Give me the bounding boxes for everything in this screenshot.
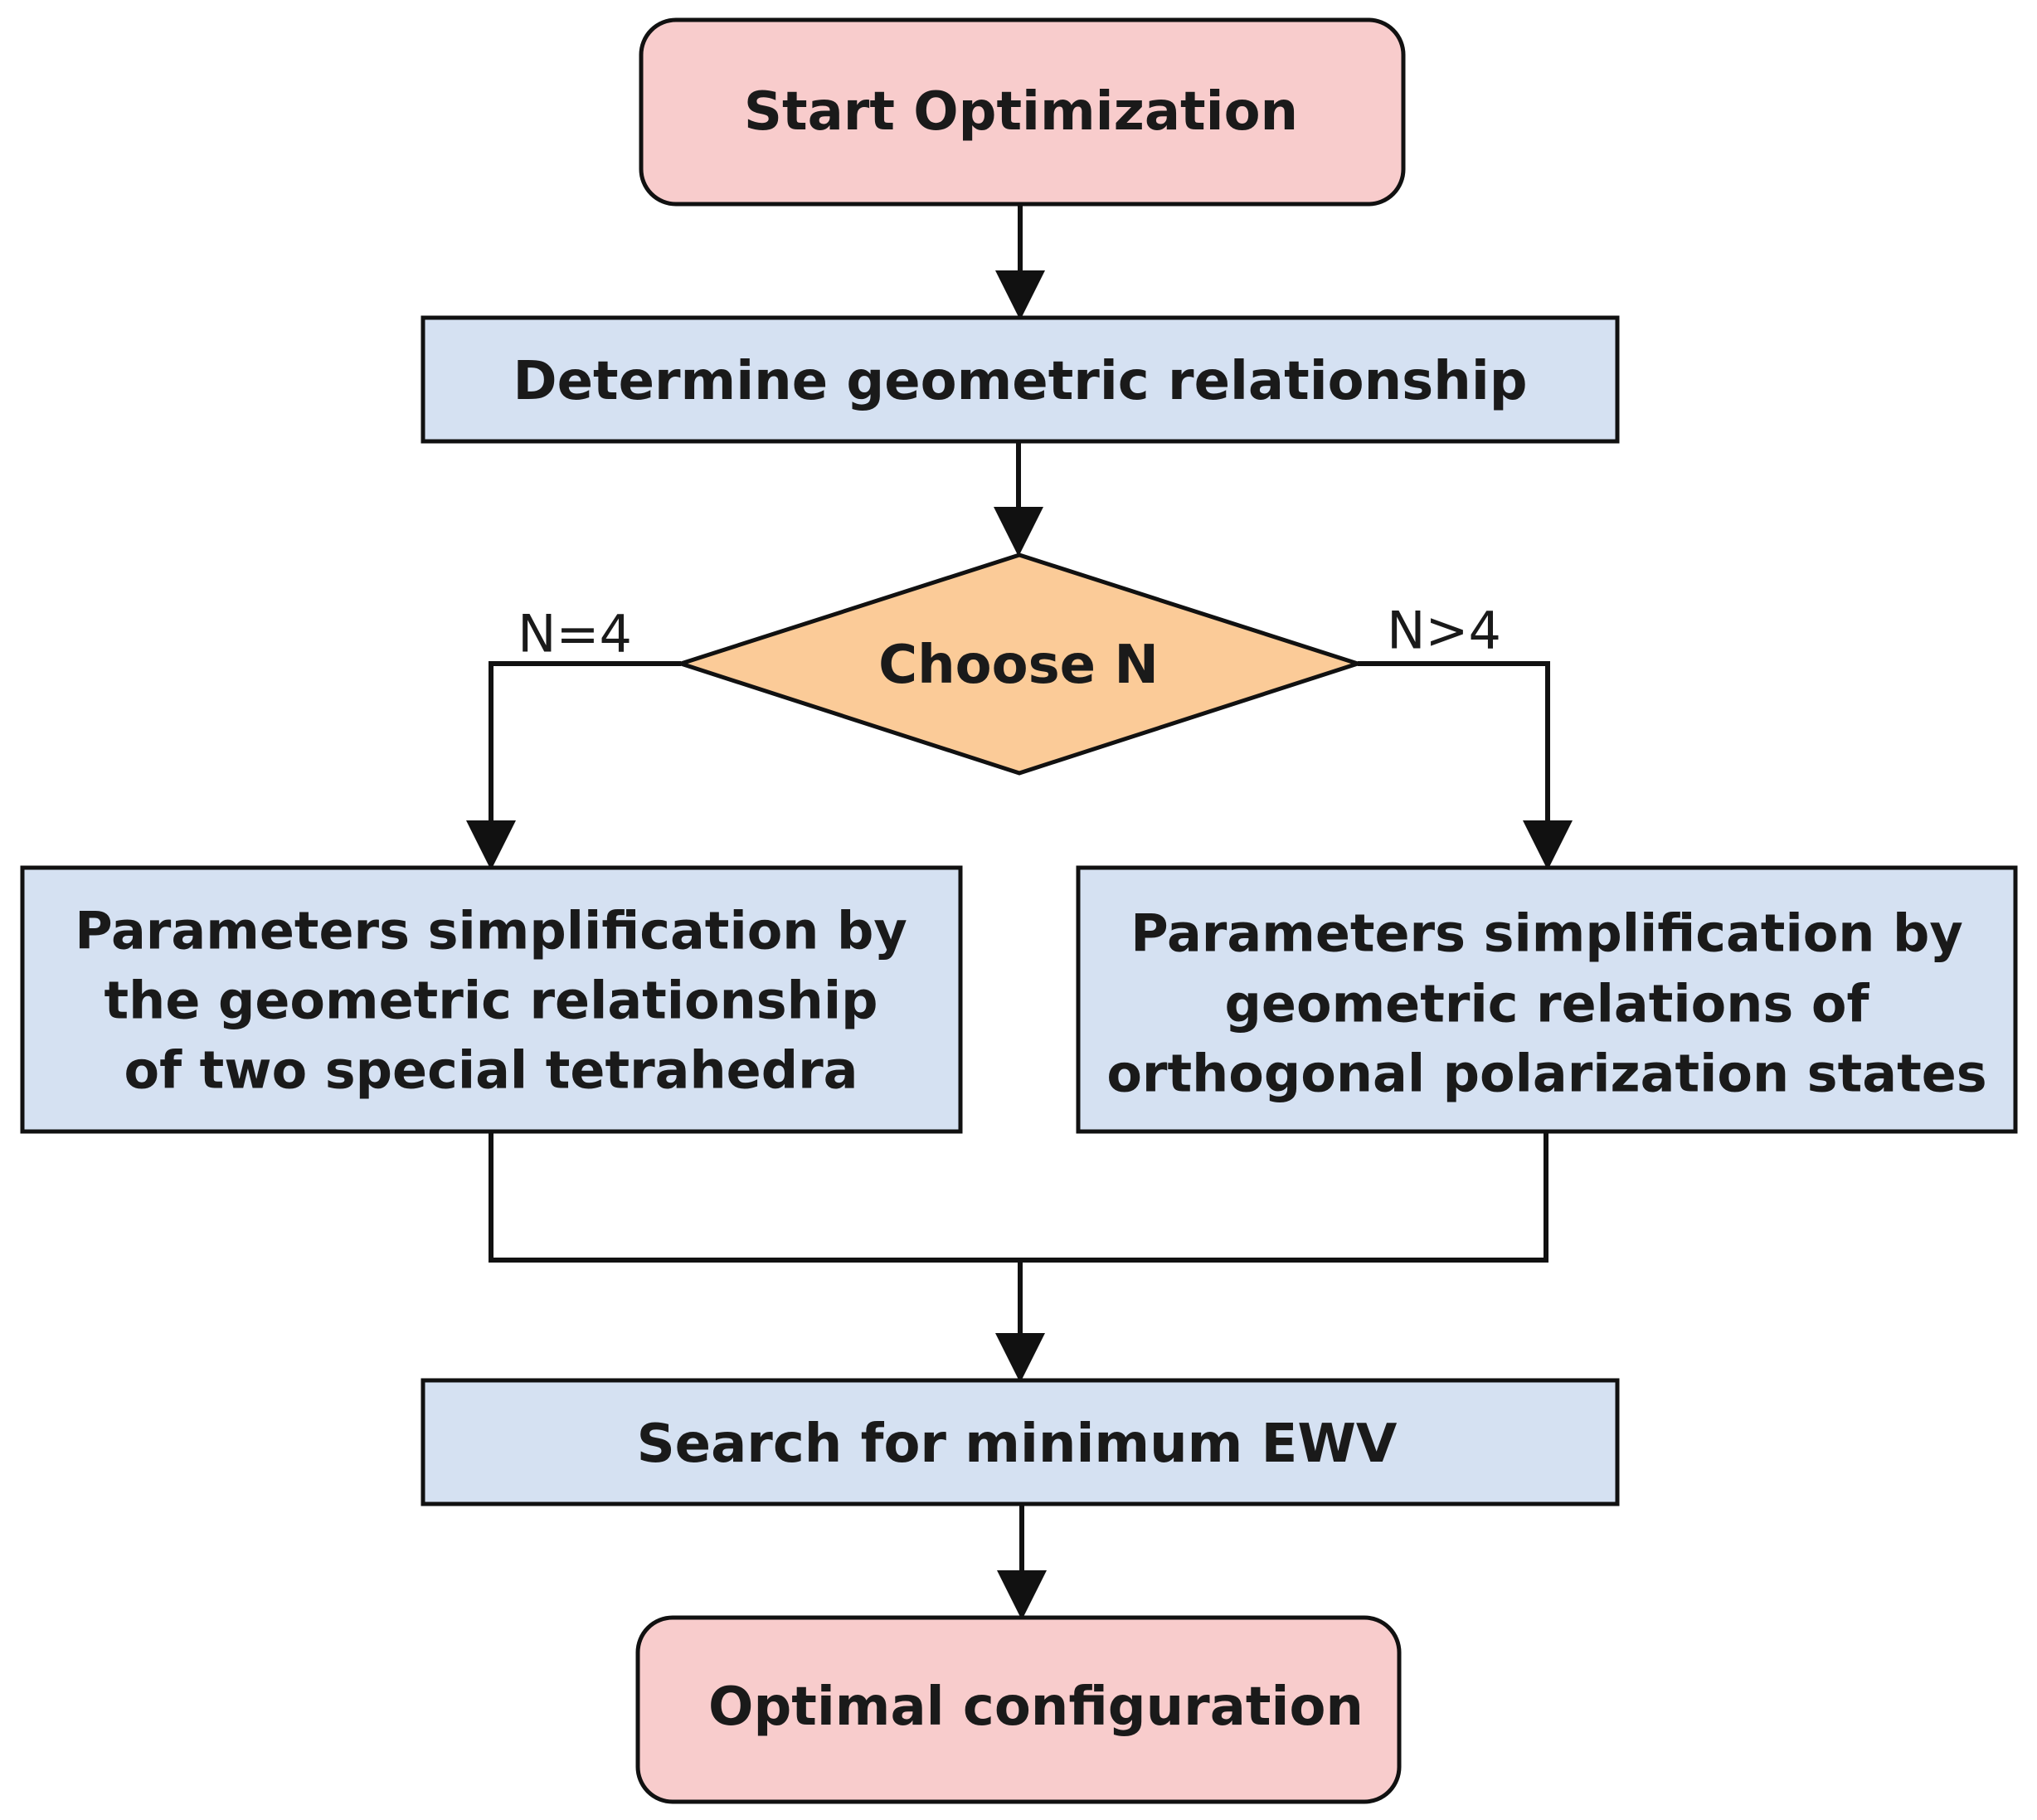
end-node: Optimal configuration [635, 1615, 1402, 1804]
search-node: Search for minimum EWV [421, 1378, 1620, 1506]
edge-label-n-greater-4: N>4 [1387, 601, 1501, 661]
determine-node: Determine geometric relationship [421, 315, 1620, 444]
end-label: Optimal configuration [708, 1676, 1364, 1738]
determine-shape [421, 315, 1620, 444]
choose-label: Choose N [878, 635, 1159, 696]
start-shape [639, 17, 1406, 207]
search-shape [421, 1378, 1620, 1506]
search-label: Search for minimum EWV [637, 1414, 1398, 1475]
left-branch-line-1: Parameters simplification by [75, 901, 907, 961]
right-branch-line-3: orthogonal polarization states [1106, 1044, 1986, 1104]
right-branch-node: Parameters simplification by geometric r… [1076, 865, 2018, 1134]
determine-label: Determine geometric relationship [513, 351, 1527, 412]
left-branch-node: Parameters simplification by the geometr… [20, 865, 963, 1134]
right-branch-line-2: geometric relations of [1225, 974, 1870, 1034]
arrow-choose-to-left-branch [466, 661, 681, 870]
connectors [466, 204, 1573, 1620]
start-label: Start Optimization [744, 81, 1298, 143]
start-node: Start Optimization [639, 17, 1406, 207]
arrow-choose-to-right-branch [1358, 661, 1573, 870]
end-shape [635, 1615, 1402, 1804]
right-branch-line-1: Parameters simplification by [1130, 903, 1963, 964]
choose-diamond [673, 552, 1365, 776]
left-branch-line-2: the geometric relationship [105, 971, 878, 1031]
right-branch-shape [1076, 865, 2018, 1134]
left-branch-line-3: of two special tetrahedra [124, 1040, 858, 1101]
merge-line [489, 1133, 1548, 1263]
edge-label-n-equals-4: N=4 [518, 604, 632, 664]
choose-node: Choose N [673, 552, 1365, 776]
left-branch-shape [20, 865, 963, 1134]
